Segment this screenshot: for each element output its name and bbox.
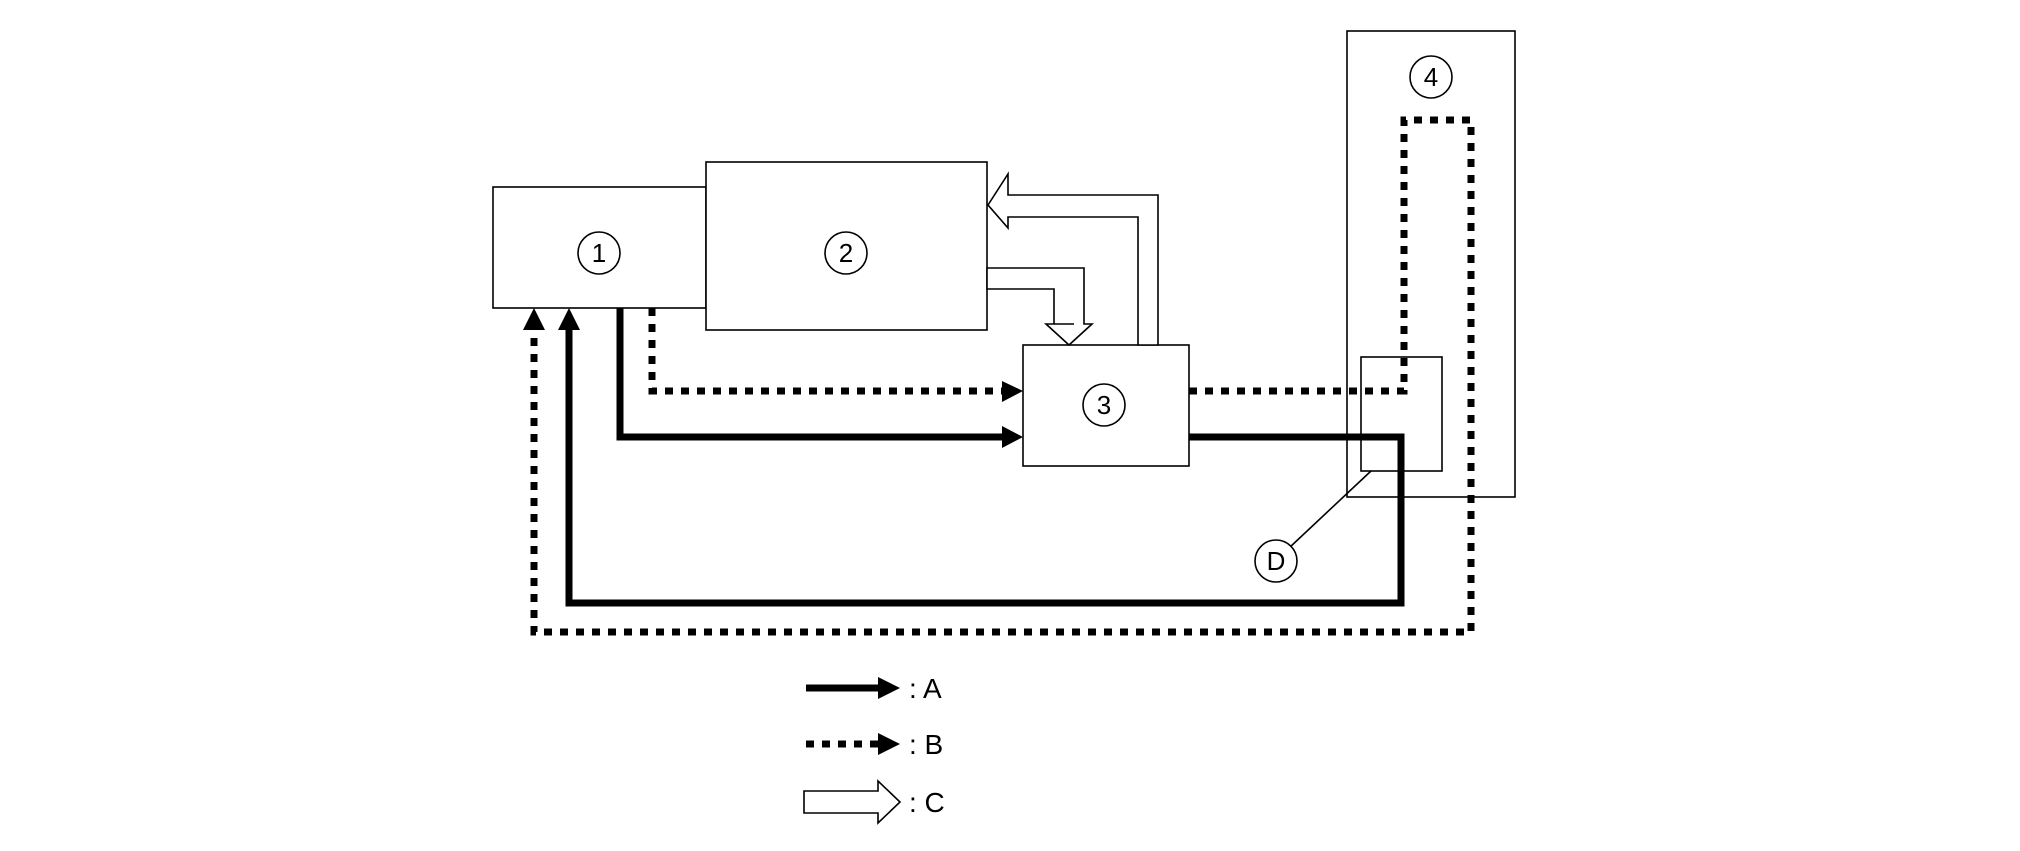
legend-a-arrowhead: [878, 677, 900, 699]
hollow-arrow-2-to-3-shape: [986, 267, 1095, 347]
legend-a-label: : A: [909, 673, 942, 704]
frame-4: [1346, 30, 1516, 498]
node-4-circle: [1409, 55, 1453, 99]
hollow-arrow-3-to-2-shape: [987, 171, 1159, 346]
legend-c-hollow-arrow: [803, 779, 902, 825]
dotted-line-1-to-3: [648, 308, 1004, 395]
solid-line-1-to-3: [616, 308, 1004, 441]
node-3-circle: [1082, 383, 1126, 427]
solid-line-3-to-d-return: [565, 330, 1405, 607]
node-d-label: D: [1267, 546, 1286, 576]
arrowhead-1-to-3-solid: [1002, 426, 1023, 448]
arrowhead-1-to-3-dotted: [1002, 381, 1023, 402]
node-4-label: 4: [1424, 62, 1438, 92]
node-2-label: 2: [839, 238, 853, 268]
node-3-label: 3: [1097, 390, 1111, 420]
arrowhead-return-dotted: [523, 308, 545, 330]
legend-b-label: : B: [909, 729, 943, 760]
arrowhead-return-solid: [558, 308, 580, 330]
node-d-circle: [1254, 539, 1298, 583]
legend-c-label: : C: [909, 787, 945, 818]
dotted-line-3-to-4-return: [530, 116, 1475, 636]
legend-b-arrowhead: [878, 733, 900, 755]
node-2-circle: [824, 231, 868, 275]
node-1-circle: [577, 231, 621, 275]
leader-line-d: [1288, 470, 1372, 549]
node-1-label: 1: [592, 238, 606, 268]
